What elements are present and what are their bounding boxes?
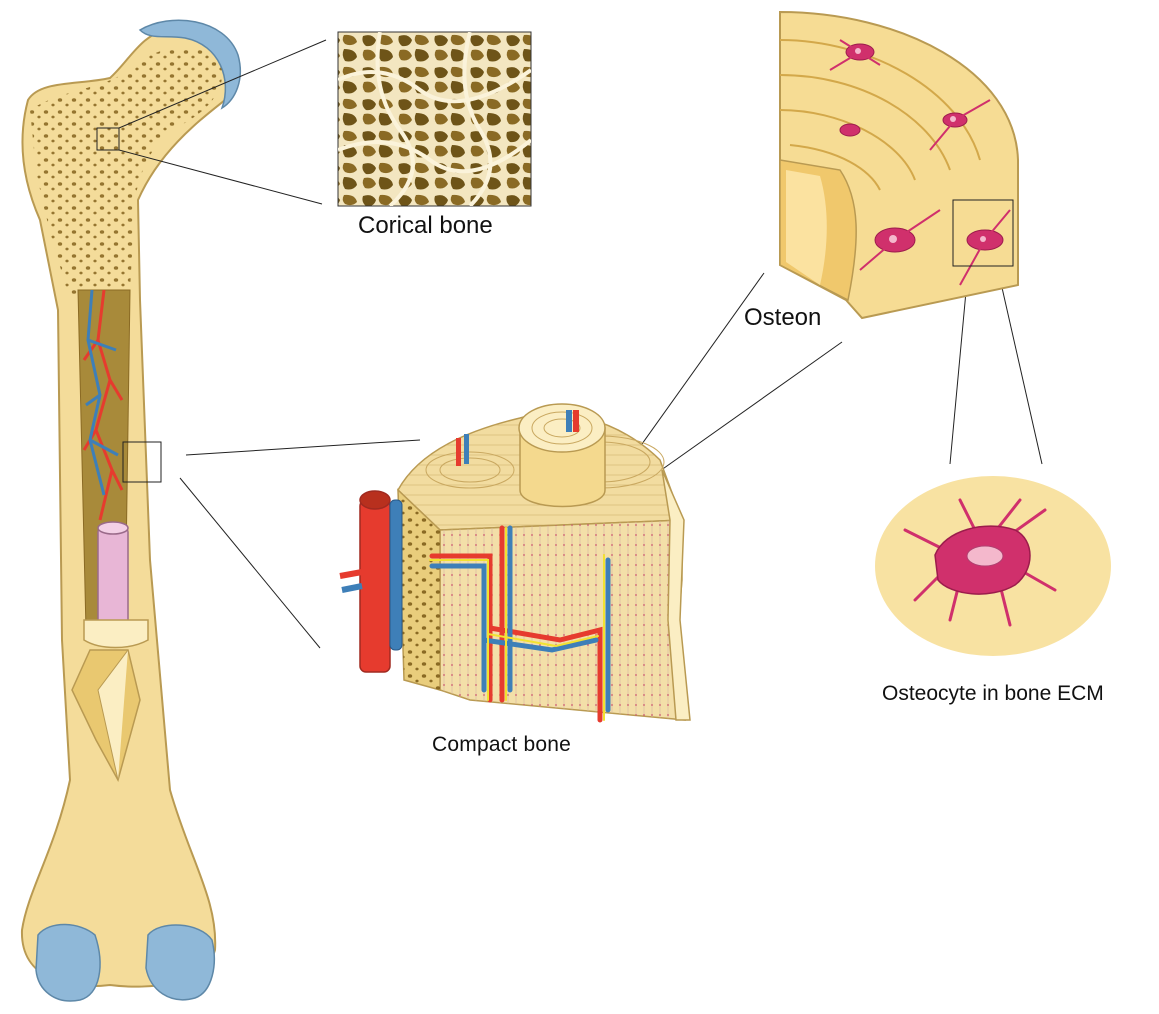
osteon-wedge <box>780 12 1018 318</box>
osteocyte-label: Osteocyte in bone ECM <box>882 682 1104 706</box>
distal-cartilage-right <box>146 925 214 1000</box>
cut-section <box>84 620 148 648</box>
osteocyte-nucleus <box>967 546 1003 566</box>
osteon-cylinder <box>519 404 605 507</box>
cortical-bone-label: Corical bone <box>358 212 493 240</box>
osteon-label: Osteon <box>744 304 821 332</box>
periosteal-vessels <box>340 491 402 672</box>
compact-bone-label: Compact bone <box>432 733 571 757</box>
osteocyte-illustration <box>875 476 1111 656</box>
femur <box>22 20 240 1001</box>
distal-cartilage-left <box>36 924 100 1000</box>
compact-bone-block <box>340 404 690 720</box>
trabecular-inset <box>338 32 531 206</box>
